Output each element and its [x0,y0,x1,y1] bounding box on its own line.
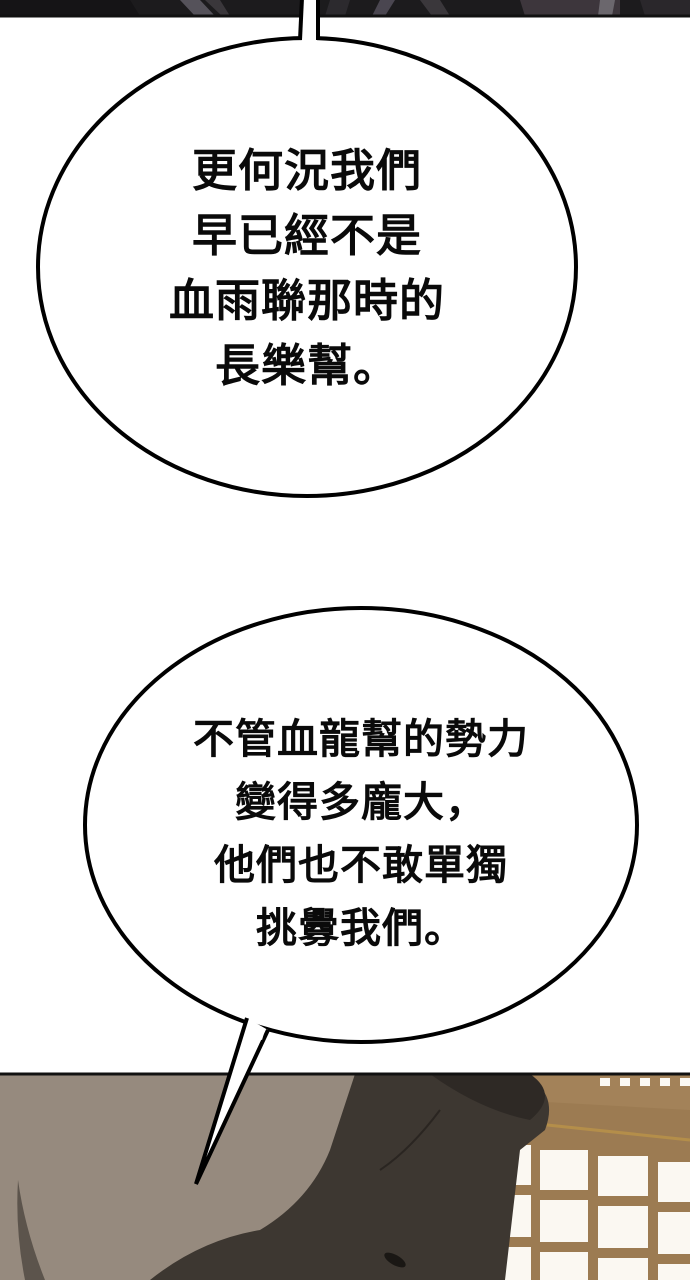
bottom-panel [0,1072,690,1280]
dialogue-line: 不管血龍幫的勢力 [193,715,529,763]
dialogue-line: 長樂幫。 [214,339,399,392]
dialogue-line: 他們也不敢單獨 [214,841,508,889]
dialogue-line: 血雨聯那時的 [168,274,445,327]
dialogue-line: 更何況我們 [191,144,422,197]
top-panel [0,0,690,18]
dialogue-line: 早已經不是 [191,209,422,262]
speech-bubble-1 [36,0,578,498]
bubble-2-dialogue: 不管血龍幫的勢力 變得多龐大， 他們也不敢單獨 挑釁我們。 [161,708,561,960]
speech-bubble-2 [83,606,639,1185]
dialogue-line: 挑釁我們。 [256,904,466,952]
dialogue-line: 變得多龐大， [235,778,487,826]
bubble-1-dialogue: 更何況我們 早已經不是 血雨聯那時的 長樂幫。 [107,138,507,398]
